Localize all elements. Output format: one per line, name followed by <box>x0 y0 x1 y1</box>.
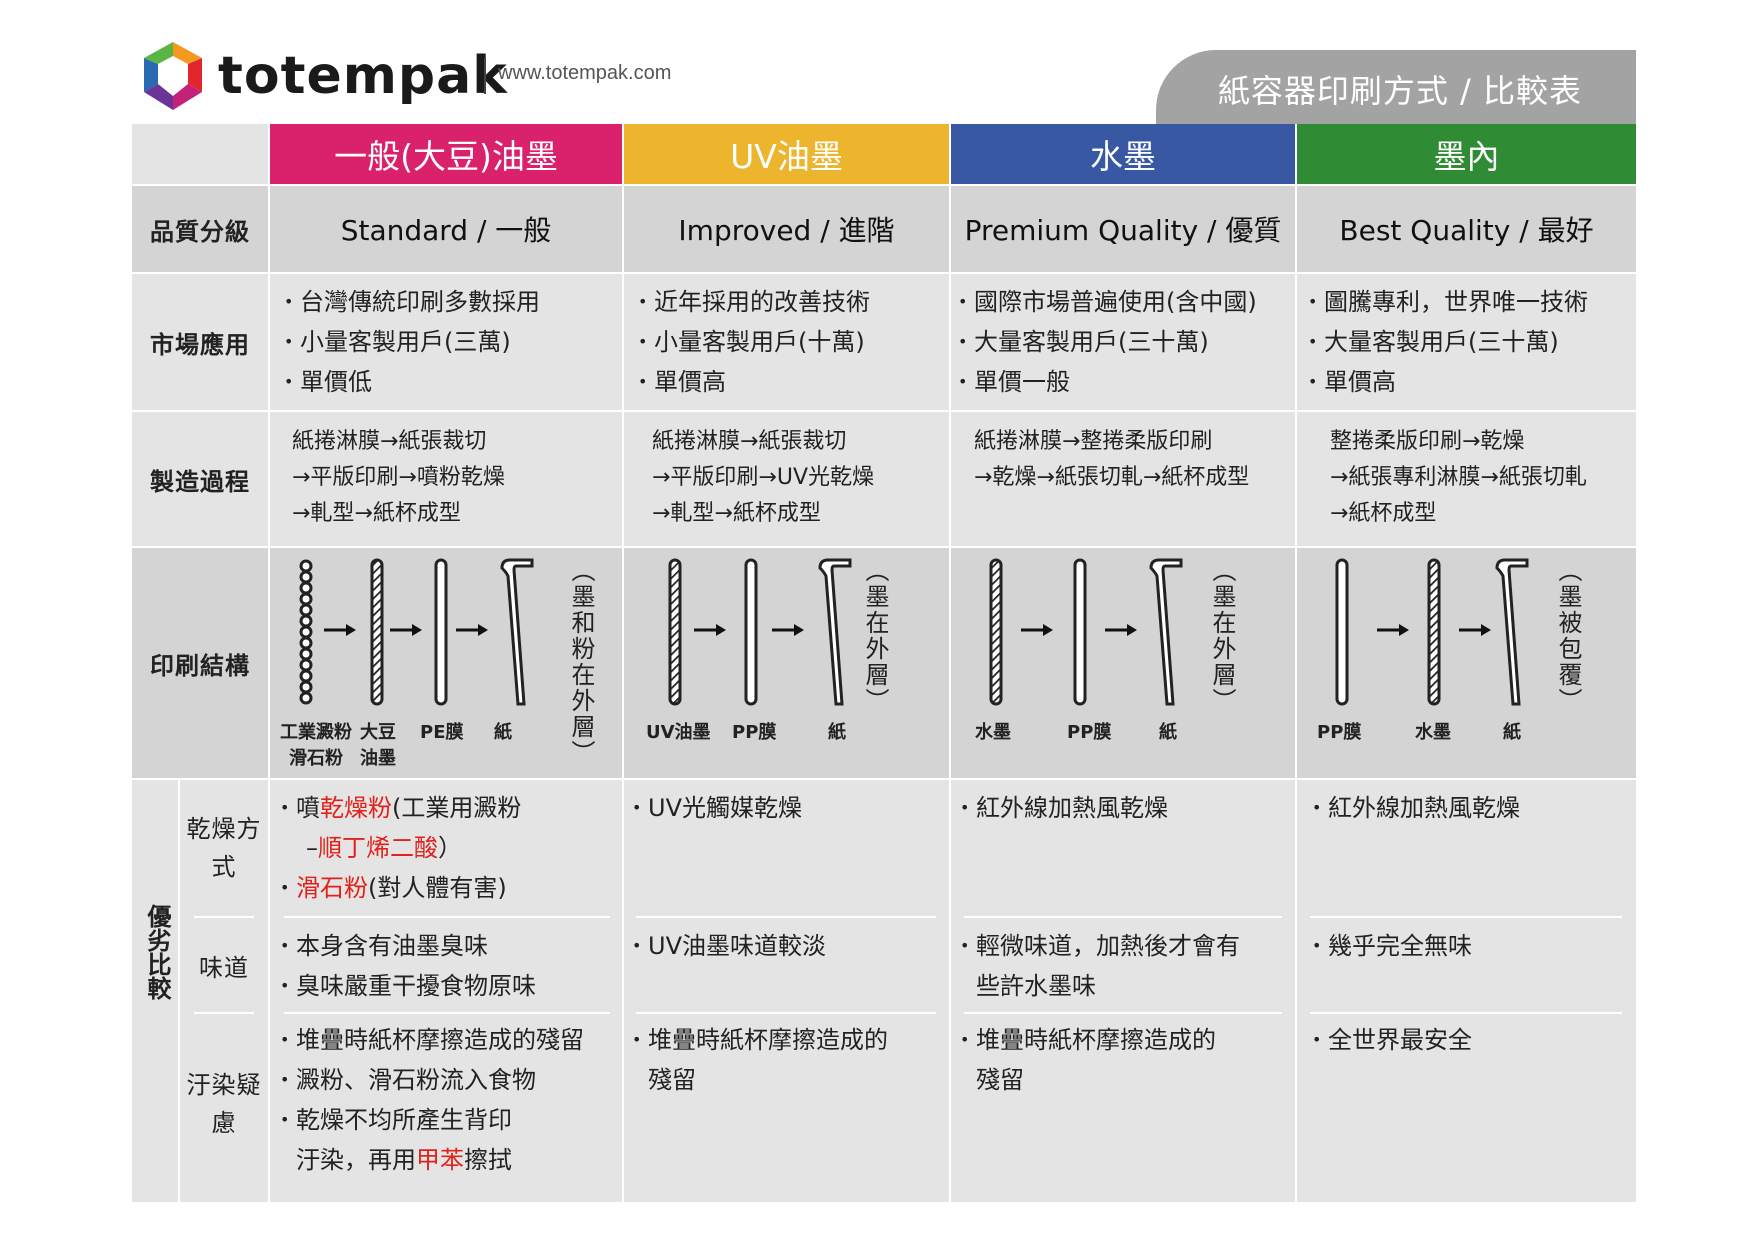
smell-soy-ink: 本身含有油墨臭味 臭味嚴重干擾食物原味 <box>280 926 536 1006</box>
list-item: 國際市場普遍使用(含中國) <box>958 282 1257 322</box>
structure-note: （墨在外層） <box>861 558 889 714</box>
process-water-ink: 紙捲淋膜→整捲柔版印刷 →乾燥→紙張切軋→紙杯成型 <box>974 429 1250 490</box>
page-title: 紙容器印刷方式 / 比較表 <box>1217 72 1582 110</box>
list-item: 大量客製用戶(三十萬) <box>958 322 1257 362</box>
corner-cell <box>132 124 268 184</box>
list-item: 小量客製用戶(十萬) <box>638 322 870 362</box>
arrow-icon <box>390 624 422 636</box>
pollution-inner-ink: 全世界最安全 <box>1312 1020 1472 1060</box>
row-label-drying: 乾燥方式 <box>186 815 262 881</box>
market-inner-ink: 圖騰專利，世界唯一技術 大量客製用戶(三十萬) 單價高 <box>1308 282 1588 402</box>
smell-inner-ink: 幾乎完全無味 <box>1312 926 1472 966</box>
drying-inner-ink: 紅外線加熱風乾燥 <box>1312 788 1520 828</box>
col-header-uv-ink: UV油墨 <box>624 124 949 184</box>
row-label-smell: 味道 <box>199 953 249 982</box>
list-item: 單價高 <box>1308 362 1588 402</box>
quality-uv-ink: Improved / 進階 <box>678 214 895 247</box>
page-header: totempak www.totempak.com 紙容器印刷方式 / 比較表 <box>0 0 1754 125</box>
list-item: 大量客製用戶(三十萬) <box>1308 322 1588 362</box>
drying-uv-ink: UV光觸媒乾燥 <box>632 788 802 828</box>
arrow-icon <box>1105 624 1137 636</box>
structure-inner-ink: （墨被包覆） PP膜 水墨 紙 <box>1297 548 1636 778</box>
pollution-water-ink: 堆疊時紙杯摩擦造成的 殘留 <box>960 1020 1216 1100</box>
market-water-ink: 國際市場普遍使用(含中國) 大量客製用戶(三十萬) 單價一般 <box>958 282 1257 402</box>
arrow-icon <box>456 624 488 636</box>
structure-soy-ink: （墨和粉在外層） 工業澱粉滑石粉 大豆油墨 PE膜 紙 <box>270 548 622 778</box>
pollution-uv-ink: 堆疊時紙杯摩擦造成的 殘留 <box>632 1020 888 1100</box>
col-header-soy-ink: 一般(大豆)油墨 <box>270 124 622 184</box>
col-header-water-ink: 水墨 <box>951 124 1295 184</box>
brand-separator <box>484 58 486 94</box>
arrow-icon <box>772 624 804 636</box>
arrow-icon <box>1377 624 1409 636</box>
row-label-market: 市場應用 <box>150 330 250 359</box>
comparison-table: 一般(大豆)油墨 UV油墨 水墨 墨內 品質分級 Standard / 一般 I… <box>132 124 1636 1202</box>
drying-soy-ink: 噴乾燥粉(工業用澱粉 –順丁烯二酸） 滑石粉(對人體有害) <box>280 788 521 908</box>
row-label-structure: 印刷結構 <box>150 651 250 680</box>
row-label-process: 製造過程 <box>150 467 250 496</box>
row-label-pollution: 汙染疑慮 <box>186 1071 262 1137</box>
drying-water-ink: 紅外線加熱風乾燥 <box>960 788 1168 828</box>
process-uv-ink: 紙捲淋膜→紙張裁切 →平版印刷→UV光乾燥 →軋型→紙杯成型 <box>652 429 875 526</box>
row-label-compare: 優劣比較 <box>143 904 171 1000</box>
list-item: 台灣傳統印刷多數採用 <box>284 282 540 322</box>
structure-note: （墨被包覆） <box>1554 558 1582 714</box>
list-item: 單價一般 <box>958 362 1257 402</box>
structure-note: （墨在外層） <box>1208 558 1236 714</box>
structure-diagram-soy <box>299 558 534 706</box>
structure-water-ink: （墨在外層） 水墨 PP膜 紙 <box>951 548 1295 778</box>
process-inner-ink: 整捲柔版印刷→乾燥 →紙張專利淋膜→紙張切軋 →紙杯成型 <box>1330 429 1587 526</box>
smell-water-ink: 輕微味道，加熱後才會有 些許水墨味 <box>960 926 1240 1006</box>
arrow-icon <box>1021 624 1053 636</box>
structure-uv-ink: （墨在外層） UV油墨 PP膜 紙 <box>624 548 949 778</box>
totempak-logo-icon <box>144 42 202 110</box>
smell-uv-ink: UV油墨味道較淡 <box>632 926 826 966</box>
brand-name: totempak <box>218 46 508 106</box>
list-item: 單價低 <box>284 362 540 402</box>
arrow-icon <box>1459 624 1491 636</box>
market-soy-ink: 台灣傳統印刷多數採用 小量客製用戶(三萬) 單價低 <box>284 282 540 402</box>
process-soy-ink: 紙捲淋膜→紙張裁切 →平版印刷→噴粉乾燥 →軋型→紙杯成型 <box>292 429 505 526</box>
arrow-icon <box>694 624 726 636</box>
quality-soy-ink: Standard / 一般 <box>340 214 552 247</box>
arrow-icon <box>324 624 356 636</box>
pollution-soy-ink: 堆疊時紙杯摩擦造成的殘留 澱粉、滑石粉流入食物 乾燥不均所產生背印 汙染，再用甲… <box>280 1020 584 1180</box>
structure-note: （墨和粉在外層） <box>567 558 595 766</box>
col-header-inner-ink: 墨內 <box>1297 124 1636 184</box>
structure-diagram-water <box>989 558 1183 706</box>
list-item: 圖騰專利，世界唯一技術 <box>1308 282 1588 322</box>
quality-water-ink: Premium Quality / 優質 <box>964 214 1282 247</box>
structure-diagram-inner <box>1335 558 1529 706</box>
row-label-quality: 品質分級 <box>150 217 250 246</box>
structure-diagram-uv <box>668 558 852 706</box>
site-url[interactable]: www.totempak.com <box>498 62 672 84</box>
title-tab: 紙容器印刷方式 / 比較表 <box>1156 50 1636 124</box>
list-item: 近年採用的改善技術 <box>638 282 870 322</box>
quality-inner-ink: Best Quality / 最好 <box>1339 214 1594 247</box>
list-item: 小量客製用戶(三萬) <box>284 322 540 362</box>
list-item: 單價高 <box>638 362 870 402</box>
market-uv-ink: 近年採用的改善技術 小量客製用戶(十萬) 單價高 <box>638 282 870 402</box>
